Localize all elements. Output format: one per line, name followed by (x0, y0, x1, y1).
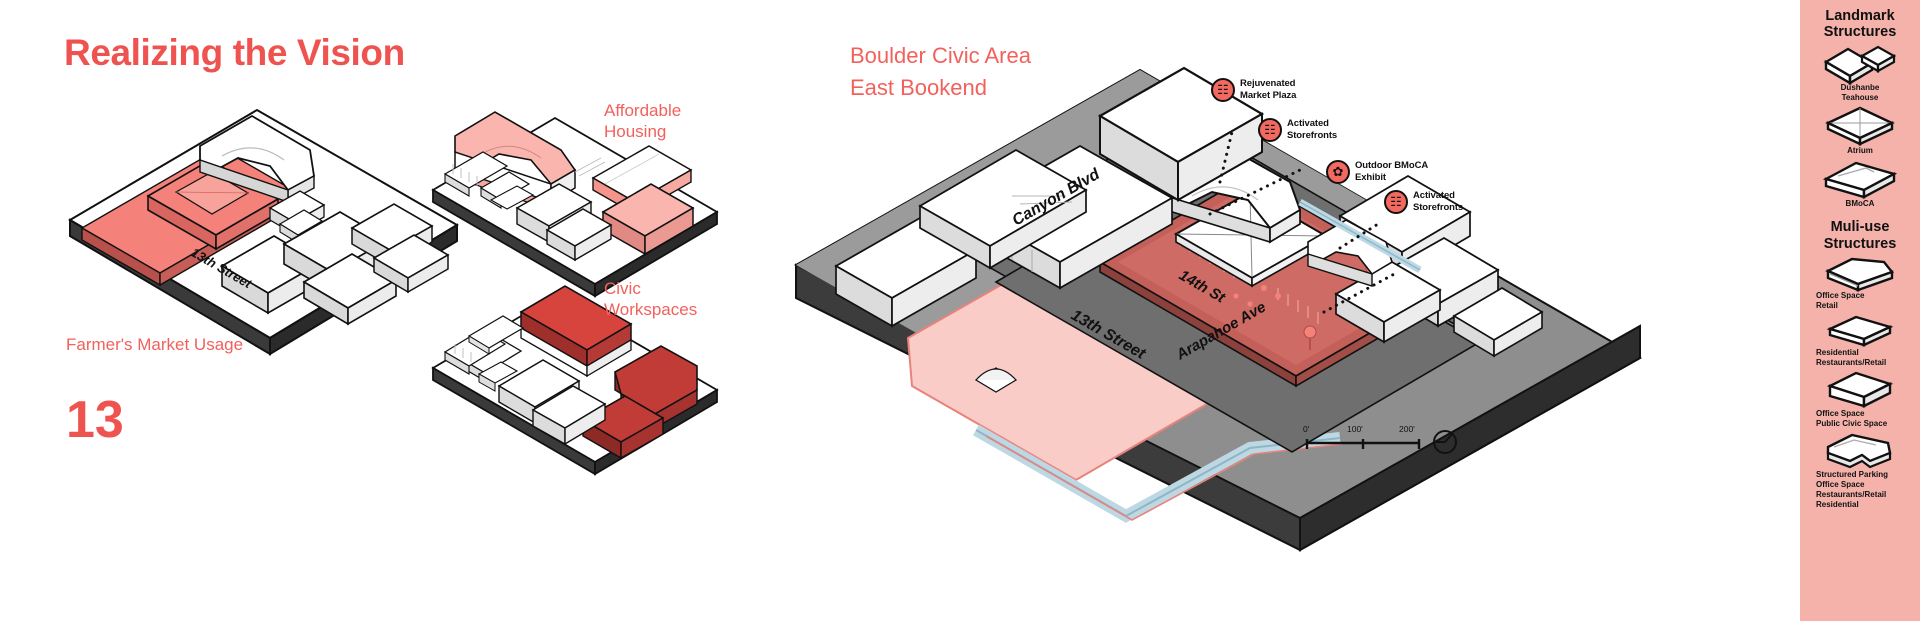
legend-item-bmoca: BMoCA (1806, 158, 1914, 209)
map-scale-bar: 0' 100' 200' (1303, 424, 1463, 459)
axonometric-site-map: Canyon Blvd 14th St 13th Street Arapahoe… (780, 50, 1680, 552)
page-title: Realizing the Vision (64, 32, 405, 73)
map-title: Boulder Civic Area East Bookend (850, 43, 1031, 100)
legend-item-dushanbe-teahouse: Dushanbe Teahouse (1806, 42, 1914, 103)
callout-activated-storefronts-1[interactable]: ☷ Activated Storefronts (1258, 118, 1337, 142)
caption-affordable-housing: Affordable Housing (604, 101, 682, 142)
callout-activated-storefronts-2[interactable]: ☷ Activated Storefronts (1384, 190, 1463, 214)
diagram-civic-workspaces (425, 250, 725, 480)
callout-outdoor-bmoca-exhibit[interactable]: ✿ Outdoor BMoCA Exhibit (1326, 160, 1428, 184)
legend-item-residential: Residential Restaurants/Retail (1806, 313, 1914, 368)
office-retail-massing-icon (1806, 254, 1914, 292)
legend-item-office-retail: Office Space Retail (1806, 254, 1914, 311)
legend-label: Structured Parking Office Space Restaura… (1816, 469, 1889, 509)
teahouse-massing-icon (1806, 42, 1914, 86)
legend-label: Dushanbe Teahouse (1840, 83, 1880, 103)
legend-heading-multiuse: Muli-use Structures (1823, 219, 1897, 252)
legend-label: BMoCA (1845, 199, 1875, 209)
residential-massing-icon (1806, 313, 1914, 347)
scale-tick-0: 0' (1303, 424, 1310, 434)
caption-civic-workspaces: Civic Workspaces (604, 279, 698, 320)
storefront-icon: ☷ (1384, 190, 1408, 214)
market-stall-icon: ☷ (1211, 78, 1235, 102)
legend-item-atrium: Atrium (1806, 105, 1914, 156)
callout-label: Activated Storefronts (1287, 118, 1338, 141)
legend-item-civic-office: Office Space Public Civic Space (1806, 370, 1914, 429)
legend-label: Office Space Retail (1816, 290, 1865, 310)
page-number: 13 (66, 391, 124, 449)
callout-label: Rejuvenated Market Plaza (1240, 78, 1297, 101)
legend-label: Residential Restaurants/Retail (1816, 347, 1887, 367)
legend-panel: Landmark Structures Dushanbe Teahouse (1800, 0, 1920, 621)
atrium-massing-icon (1806, 105, 1914, 147)
scale-tick-200: 200' (1399, 424, 1415, 434)
callout-rejuvenated-market-plaza[interactable]: ☷ Rejuvenated Market Plaza (1211, 78, 1296, 102)
callout-label: Outdoor BMoCA Exhibit (1355, 160, 1429, 183)
diagram-affordable-housing (425, 78, 725, 298)
diagram-farmers-market: 13th Street (52, 80, 472, 360)
bmoca-massing-icon (1806, 158, 1914, 200)
parking-mixed-massing-icon (1806, 431, 1914, 469)
legend-label: Atrium (1847, 146, 1873, 156)
legend-item-structured-parking: Structured Parking Office Space Restaura… (1806, 431, 1914, 510)
callout-label: Activated Storefronts (1413, 190, 1464, 213)
civic-office-massing-icon (1806, 370, 1914, 408)
caption-farmers-market: Farmer's Market Usage (66, 335, 244, 354)
legend-label: Office Space Public Civic Space (1816, 408, 1888, 428)
legend-heading-landmark: Landmark Structures (1823, 8, 1897, 41)
storefront-icon: ☷ (1258, 118, 1282, 142)
art-exhibit-icon: ✿ (1326, 160, 1350, 184)
scale-bar-graphic (1305, 430, 1457, 454)
scale-tick-100: 100' (1347, 424, 1363, 434)
